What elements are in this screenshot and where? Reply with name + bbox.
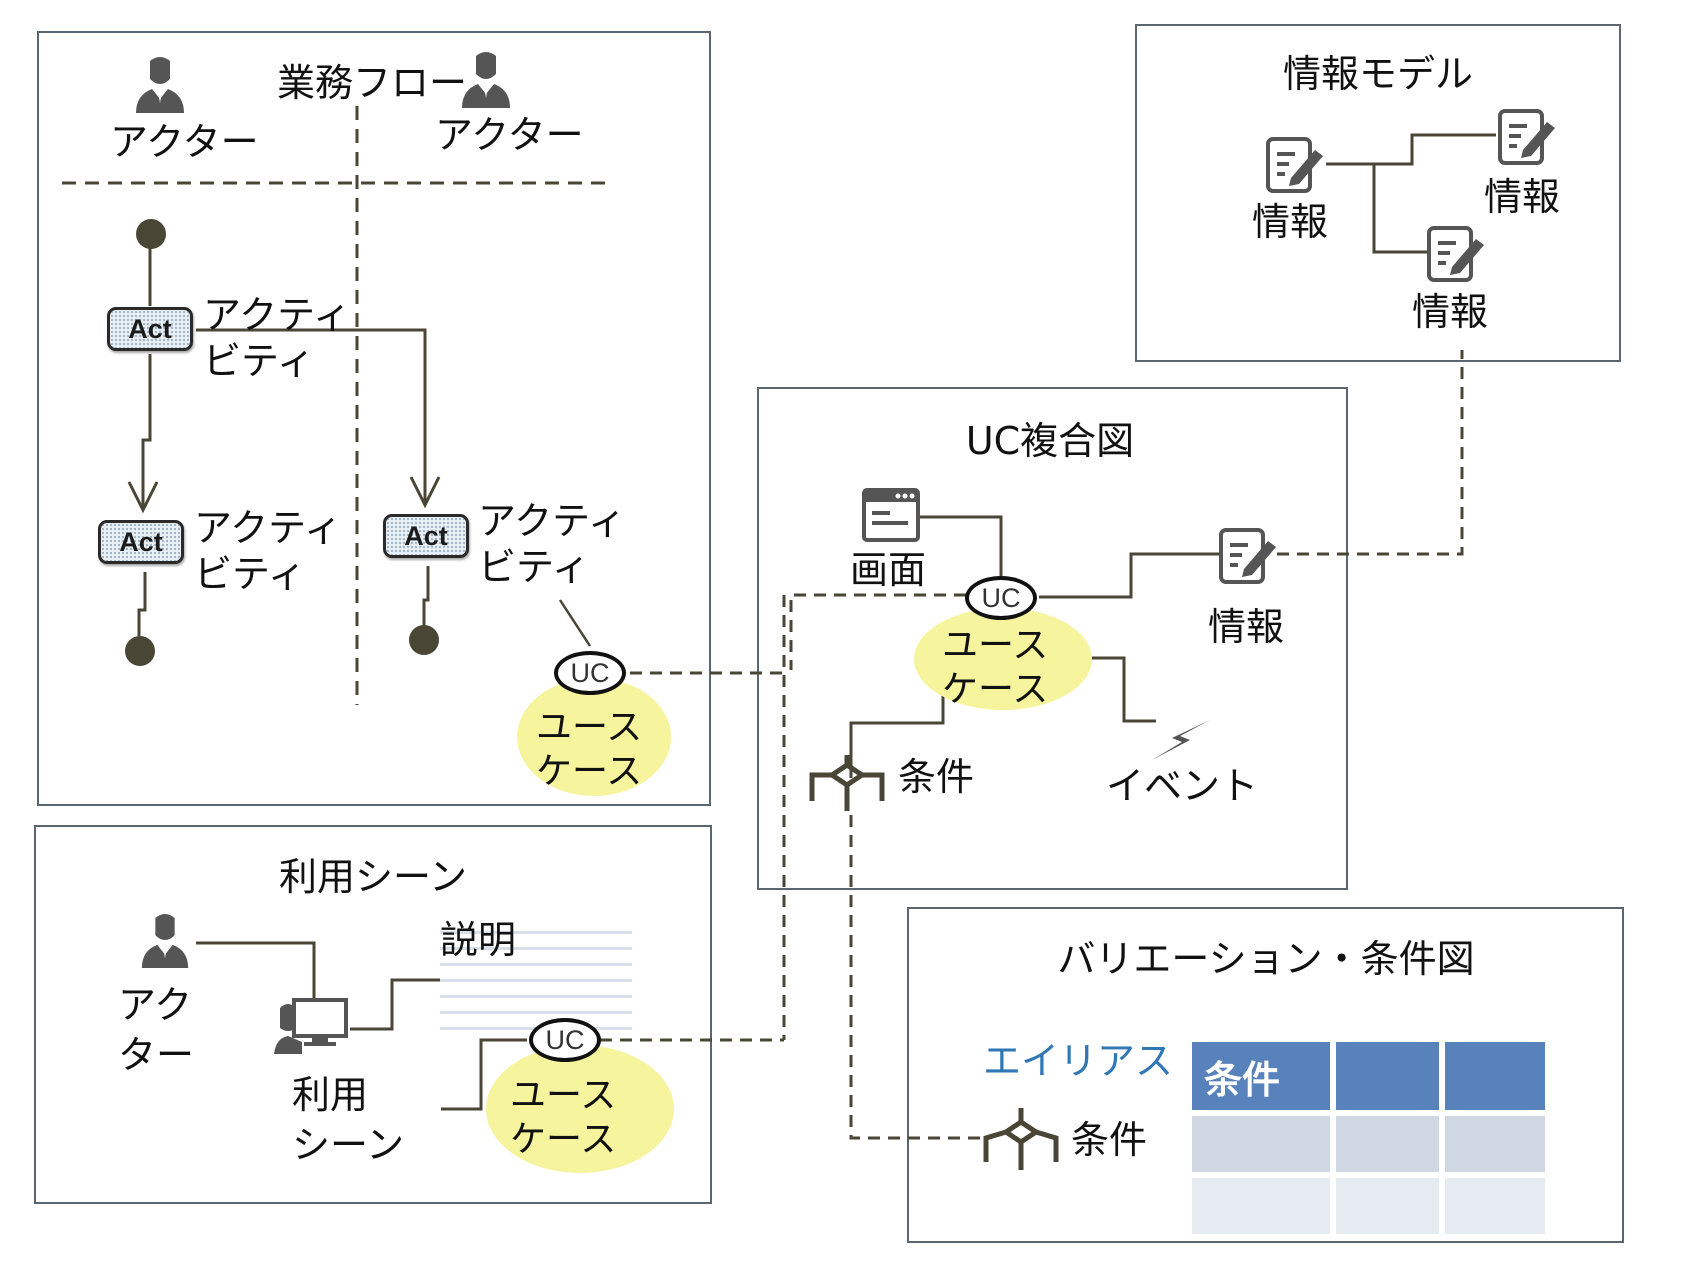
usecase-label-line2: ケース <box>510 1119 617 1160</box>
condition-label: 条件 <box>898 755 975 799</box>
usecase-label-line2: ケース <box>536 751 643 792</box>
activity-badge-3[interactable]: Act <box>383 514 469 558</box>
table-cell <box>1192 1116 1330 1172</box>
activity-label-3: アクティ ビティ <box>478 498 626 590</box>
table-header-cell <box>1336 1042 1439 1110</box>
table-cell <box>1336 1178 1439 1234</box>
table-row <box>1192 1178 1545 1234</box>
event-label: イベント <box>1106 764 1259 808</box>
note-edit-icon[interactable] <box>1218 527 1280 585</box>
scene-label-line1: 利用 <box>292 1073 369 1117</box>
activity-label-line2: ビティ <box>203 339 315 383</box>
activity-label-2: アクティ ビティ <box>194 505 342 597</box>
uc-badge[interactable]: UC <box>965 576 1037 620</box>
actor-label-2: アクター <box>435 113 584 157</box>
actor-label-1: アクター <box>110 120 259 164</box>
activity-label-line1: アクティ <box>203 293 351 337</box>
person-icon <box>136 57 184 113</box>
actor-label-line1: アク <box>118 983 193 1027</box>
note-edit-icon[interactable] <box>1426 225 1488 283</box>
business-flow-title: 業務フロー <box>276 61 468 105</box>
usecase-blob <box>914 608 1092 710</box>
activity-badge-1[interactable]: Act <box>107 307 193 351</box>
condition-branch-icon[interactable] <box>808 755 886 811</box>
uc-badge[interactable]: UC <box>529 1018 601 1062</box>
variation-title: バリエーション・条件図 <box>1057 937 1475 981</box>
usecase-label: ユース ケース <box>942 624 1048 712</box>
lightning-icon[interactable] <box>1150 720 1212 762</box>
table-cell <box>1445 1116 1545 1172</box>
screen-window-icon[interactable] <box>862 488 920 542</box>
note-edit-icon[interactable] <box>1497 108 1559 166</box>
usecase-blob <box>486 1045 674 1173</box>
table-header-row: 条件 <box>1192 1042 1545 1110</box>
actor-label: アク ター <box>118 980 194 1080</box>
scene-label: 利用 シーン <box>292 1070 404 1170</box>
activity-badge-2[interactable]: Act <box>98 520 184 564</box>
info-label-2: 情報 <box>1484 175 1561 219</box>
note-edit-icon[interactable] <box>1265 136 1327 194</box>
person-at-computer-icon[interactable] <box>274 998 352 1054</box>
flow-end-node-2 <box>409 625 439 655</box>
table-cell <box>1336 1116 1439 1172</box>
table-row <box>1192 1116 1545 1172</box>
activity-label-line1: アクティ <box>194 506 342 550</box>
description-label: 説明 <box>440 918 517 962</box>
condition-table: 条件 <box>1186 1036 1551 1240</box>
condition-label: 条件 <box>1071 1118 1148 1162</box>
condition-branch-icon[interactable] <box>982 1108 1060 1170</box>
actor-label-line2: ター <box>118 1033 195 1077</box>
alias-label: エイリアス <box>983 1039 1174 1083</box>
person-icon <box>141 914 189 968</box>
scene-label-line2: シーン <box>292 1123 405 1167</box>
table-cell <box>1445 1178 1545 1234</box>
activity-label-line2: ビティ <box>478 545 590 589</box>
usecase-label-line1: ユース <box>510 1075 617 1116</box>
activity-label-line2: ビティ <box>194 552 306 596</box>
info-label-1: 情報 <box>1252 200 1329 244</box>
table-header-cell: 条件 <box>1192 1042 1330 1110</box>
activity-label-1: アクティ ビティ <box>203 292 351 384</box>
description-lines <box>440 918 632 1040</box>
info-model-title: 情報モデル <box>1282 52 1474 96</box>
person-icon <box>462 52 510 108</box>
flow-start-node <box>136 219 166 249</box>
activity-label-line1: アクティ <box>478 499 626 543</box>
usecase-label: ユース ケース <box>536 706 642 794</box>
uc-composite-title: UC複合図 <box>965 419 1135 463</box>
usecase-label-line1: ユース <box>942 625 1049 666</box>
usecase-label-line2: ケース <box>942 669 1049 710</box>
info-label-3: 情報 <box>1412 290 1489 334</box>
usecase-blob <box>517 678 671 796</box>
usage-scene-title: 利用シーン <box>278 855 468 899</box>
table-header-cell <box>1445 1042 1545 1110</box>
flow-end-node-1 <box>125 636 155 666</box>
screen-label: 画面 <box>850 548 927 592</box>
table-cell <box>1192 1178 1330 1234</box>
info-label: 情報 <box>1208 605 1285 649</box>
usecase-label: ユース ケース <box>510 1074 616 1162</box>
usecase-label-line1: ユース <box>536 707 643 748</box>
uc-badge[interactable]: UC <box>554 651 626 695</box>
